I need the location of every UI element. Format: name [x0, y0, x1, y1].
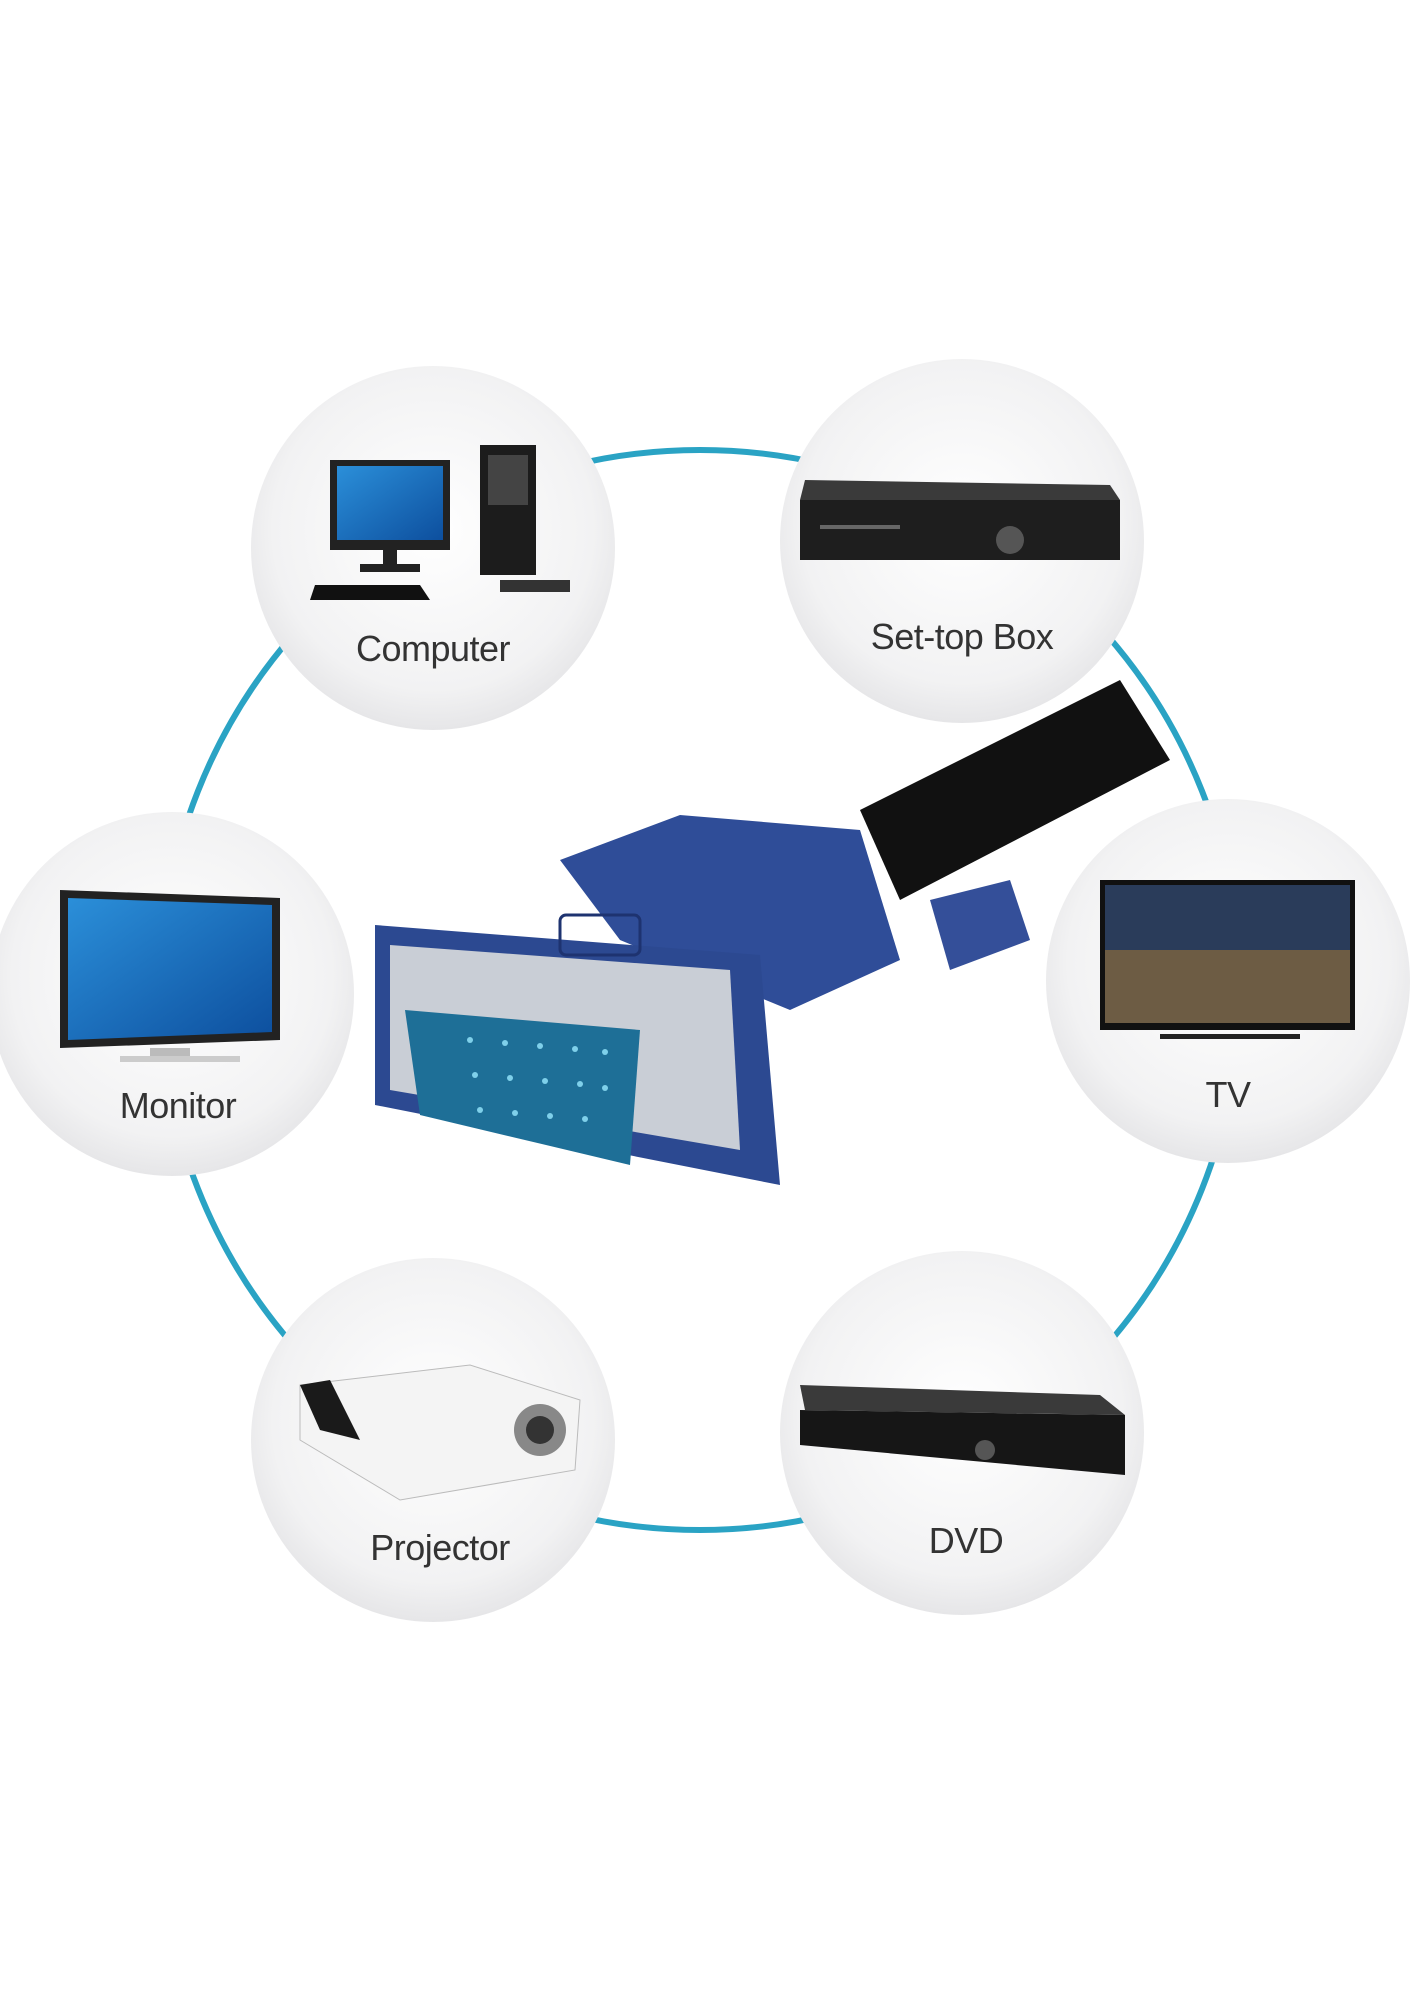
device-label-monitor: Monitor [119, 1085, 237, 1126]
set-top-box-icon [800, 480, 1120, 560]
dvd-player-icon [800, 1385, 1125, 1475]
computer-icon [310, 445, 570, 600]
vga-connector-icon [375, 680, 1170, 1185]
tv-icon [1100, 880, 1355, 1039]
projector-icon [299, 1364, 581, 1501]
device-label-computer: Computer [355, 628, 511, 669]
monitor-icon [60, 890, 280, 1062]
device-label-dvd: DVD [928, 1520, 1004, 1561]
device-label-projector: Projector [370, 1527, 510, 1568]
device-label-tv: TV [1205, 1074, 1251, 1115]
device-label-set-top-box: Set-top Box [870, 616, 1054, 657]
